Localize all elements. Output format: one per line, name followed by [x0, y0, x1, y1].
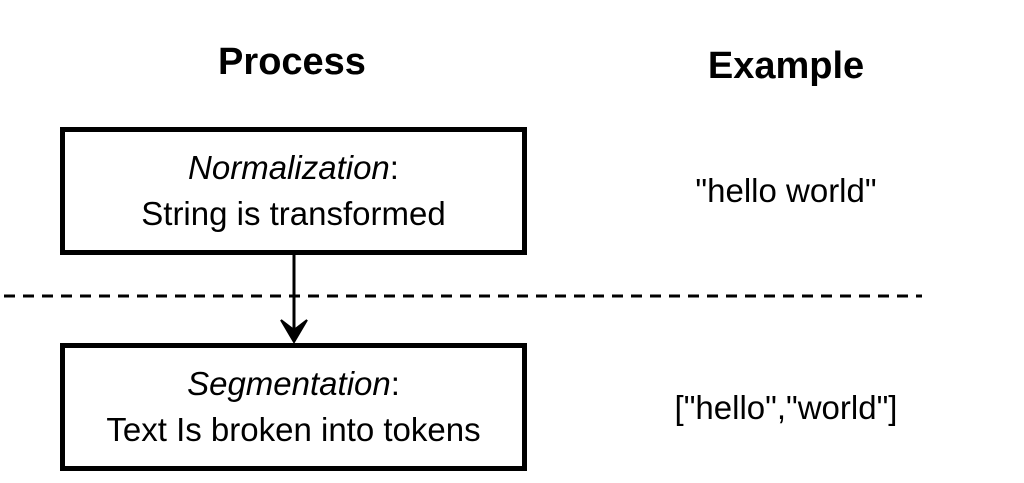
segmentation-step-box: Segmentation: Text Is broken into tokens [60, 343, 527, 471]
normalization-colon: : [389, 149, 399, 186]
process-column-heading: Process [218, 41, 366, 83]
normalization-example: "hello world" [695, 172, 877, 209]
segmentation-colon: : [390, 365, 400, 402]
normalization-step-box: Normalization: String is transformed [60, 127, 527, 255]
normalization-term: Normalization [188, 149, 390, 186]
segmentation-title-line: Segmentation: [187, 361, 400, 407]
example-column-heading: Example [707, 45, 865, 87]
segmentation-term: Segmentation [187, 365, 391, 402]
normalization-description: String is transformed [141, 195, 446, 232]
flow-arrow-head-icon [280, 319, 308, 344]
segmentation-description: Text Is broken into tokens [106, 411, 481, 448]
segmentation-example: ["hello","world"] [674, 389, 898, 426]
normalization-title-line: Normalization: [188, 145, 399, 191]
